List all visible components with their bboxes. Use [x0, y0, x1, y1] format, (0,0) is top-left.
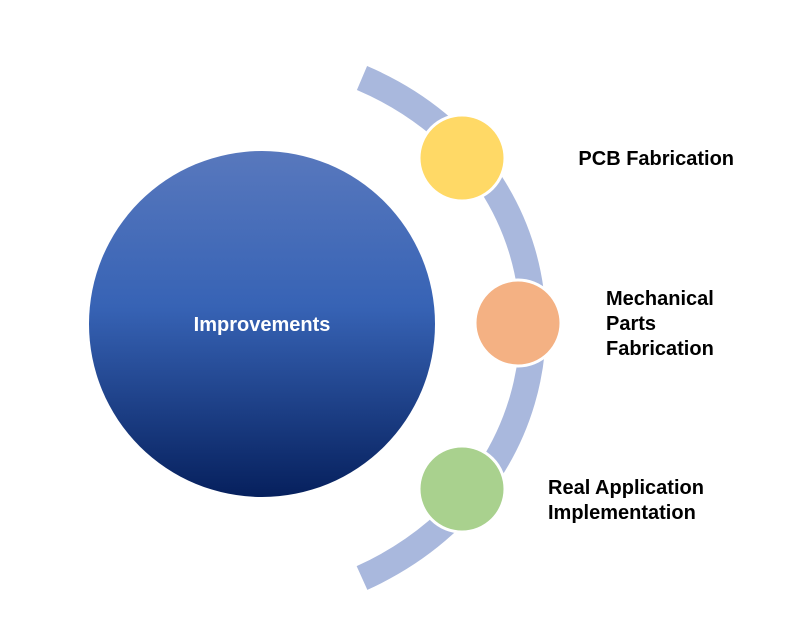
item-label-line: Fabrication	[606, 338, 714, 360]
item-label-line: Real Application	[548, 477, 704, 499]
item-circle-real-application-implementation	[417, 444, 507, 534]
item-label-pcb-fabrication: PCB Fabrication	[578, 148, 734, 170]
item-circle-mechanical-parts-fabrication	[473, 278, 563, 368]
item-label-line: PCB Fabrication	[578, 148, 734, 170]
item-label-mechanical-parts-fabrication: Mechanical Parts Fabrication	[606, 288, 719, 360]
item-circle-pcb-fabrication	[417, 113, 507, 203]
item-label-real-application-implementation: Real Application Implementation	[548, 477, 710, 524]
center-label: Improvements	[194, 314, 331, 336]
item-label-line: Implementation	[548, 502, 696, 524]
item-label-line: Parts	[606, 313, 656, 335]
item-label-line: Mechanical	[606, 288, 714, 310]
center-circle	[89, 151, 435, 497]
